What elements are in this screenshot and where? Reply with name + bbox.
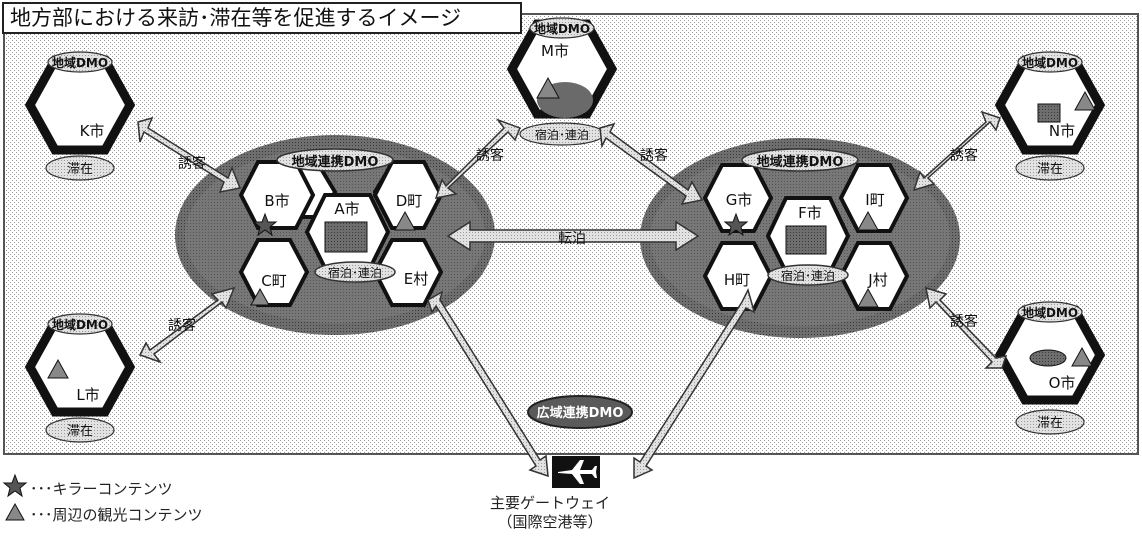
- castle-icon: [785, 225, 827, 255]
- dmo-label-k: 地域DMO: [52, 55, 108, 70]
- star-icon: [2, 473, 28, 498]
- stay-label-right: 宿泊･連泊: [781, 268, 835, 283]
- airplane-icon: [552, 456, 600, 488]
- city-h-label: H町: [724, 271, 750, 289]
- arrow-label-l-c: 誘客: [168, 317, 196, 334]
- city-f-label: F市: [798, 204, 822, 222]
- city-b-label: B市: [264, 192, 289, 210]
- dmo-l: 地域DMO L市 滞在: [24, 313, 136, 443]
- legend-killer: ･･･キラーコンテンツ: [30, 480, 173, 498]
- gateway-line1: 主要ゲートウェイ: [489, 494, 610, 512]
- triangle-icon: [250, 287, 270, 306]
- triangle-icon: [394, 210, 416, 231]
- building-icon: [1037, 103, 1061, 123]
- renkei-dmo-label-left: 地域連携DMO: [292, 154, 379, 170]
- regional-dmo-cluster-right: 地域連携DMO 宿泊･連泊 G市 I町 F市 H町 J村: [640, 138, 960, 338]
- arrows: [137, 110, 1008, 480]
- arrow-label-tenpaku: 転泊: [558, 231, 586, 247]
- regional-dmo-cluster-left: 地域連携DMO 宿泊･連泊 B市 D町 A市 C町 E村: [175, 135, 495, 335]
- triangle-icon: [857, 287, 879, 308]
- city-m-label: M市: [541, 42, 569, 60]
- triangle-icon: [857, 210, 879, 231]
- city-l-label: L市: [76, 386, 99, 404]
- arrow-l-c: [138, 286, 236, 364]
- triangle-icon: [1071, 346, 1093, 367]
- city-c-label: C町: [261, 272, 286, 290]
- triangle-icon: [1074, 90, 1096, 111]
- dmo-o: 地域DMO O市 滞在: [994, 301, 1106, 435]
- dmo-label-n: 地域DMO: [1022, 55, 1078, 70]
- arrow-label-o-j: 誘客: [950, 313, 978, 330]
- city-i-label: I町: [865, 191, 884, 209]
- gateway-line2: （国際空港等）: [497, 513, 603, 531]
- triangle-icon: [536, 76, 560, 99]
- triangle-icon: [47, 358, 69, 379]
- stay-label-o: 滞在: [1037, 416, 1063, 431]
- city-o-label: O市: [1049, 374, 1076, 392]
- arrow-label-m-d: 誘客: [476, 147, 504, 164]
- arrow-label-k-b: 誘客: [178, 155, 206, 172]
- city-j-label: J村: [867, 271, 887, 289]
- hex-i: [838, 163, 910, 233]
- stay-label-l: 滞在: [67, 424, 93, 439]
- label-pill-left-top: [276, 148, 394, 172]
- arrow-label-m-g: 誘客: [640, 147, 668, 164]
- city-d-label: D町: [396, 192, 423, 210]
- arrow-m-d: [434, 118, 521, 199]
- city-k-label: K市: [80, 122, 105, 140]
- dmo-n: 地域DMO N市 滞在: [994, 51, 1106, 181]
- stay-label-m: 宿泊･連泊: [535, 127, 589, 142]
- city-n-label: N市: [1049, 122, 1075, 140]
- hex-d-cell: [372, 160, 444, 230]
- arrow-label-n-i: 誘客: [950, 147, 978, 164]
- page-title: 地方部における来訪･滞在等を促進するイメージ: [2, 2, 522, 34]
- legend-surround: ･･･周辺の観光コンテンツ: [30, 506, 203, 524]
- dmo-label-m: 地域DMO: [534, 21, 590, 36]
- arrow-m-g: [599, 122, 704, 206]
- koiki-dmo-pill: [527, 395, 633, 429]
- island-icon: [1029, 349, 1067, 367]
- gateway-label: 主要ゲートウェイ （国際空港等）: [480, 494, 620, 532]
- arrow-e-gateway: [427, 290, 549, 478]
- hex-c: [238, 238, 310, 307]
- city-a-label: A市: [334, 200, 359, 218]
- stay-label-n: 滞在: [1037, 162, 1063, 177]
- renkei-dmo-label-right: 地域連携DMO: [757, 154, 844, 170]
- dmo-label-l: 地域DMO: [52, 317, 108, 332]
- star-icon: [723, 212, 749, 237]
- stay-pill-left: [314, 261, 396, 283]
- arrow-k-b: [137, 116, 242, 194]
- arrow-n-i: [912, 110, 1001, 192]
- city-e-label: E村: [404, 270, 428, 288]
- label-pill-right-top: [741, 148, 859, 172]
- star-icon: [252, 212, 278, 237]
- arrow-tenpaku: [446, 220, 700, 252]
- dmo-k: 地域DMO K市 滞在: [24, 51, 136, 181]
- city-g-label: G市: [726, 191, 753, 209]
- dmo-label-o: 地域DMO: [1022, 305, 1078, 320]
- arrow-h-gateway: [633, 287, 756, 480]
- arrow-o-j: [925, 286, 1008, 369]
- stay-label-left: 宿泊･連泊: [328, 265, 382, 280]
- dmo-m: 地域DMO M市 宿泊･連泊: [506, 17, 618, 146]
- stay-pill-right: [767, 264, 849, 286]
- stay-label-k: 滞在: [67, 162, 93, 177]
- koiki-dmo-label: 広域連携DMO: [537, 405, 624, 421]
- castle-icon: [324, 221, 368, 253]
- triangle-icon: [5, 502, 25, 521]
